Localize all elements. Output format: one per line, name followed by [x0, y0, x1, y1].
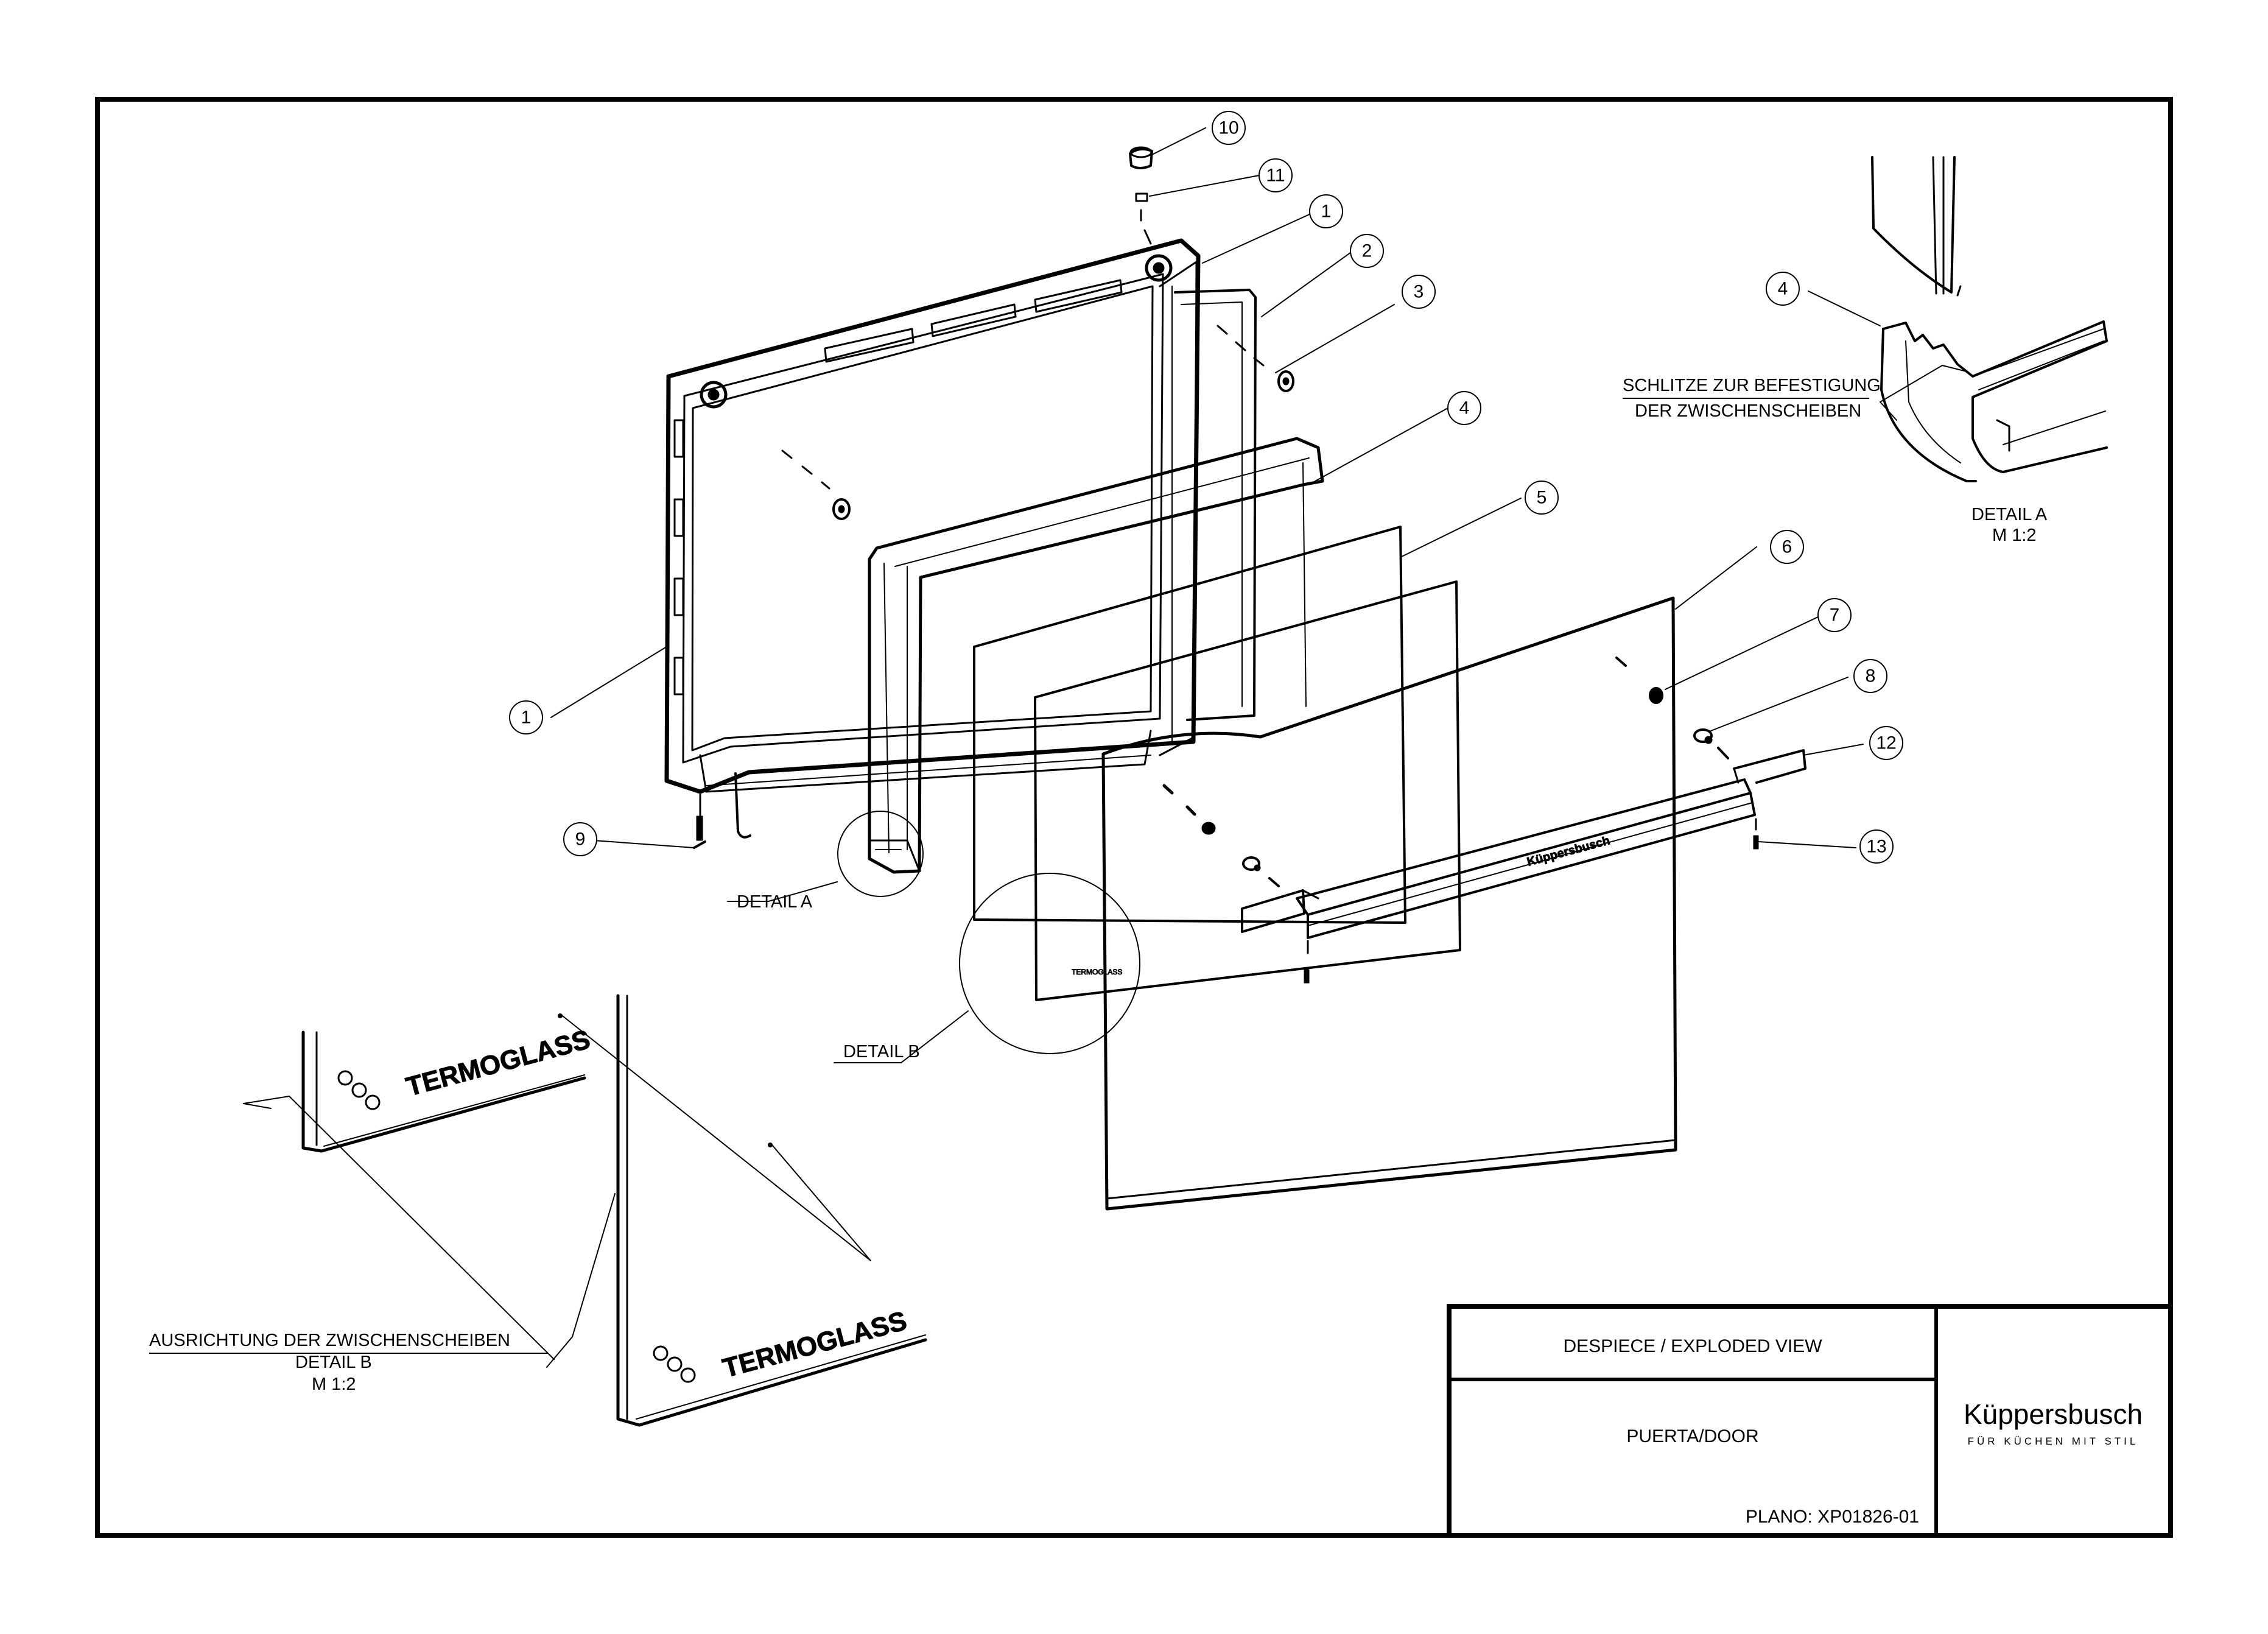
callout-number: 6: [1782, 537, 1792, 557]
callout-number: 12: [1876, 733, 1896, 753]
callout-number: 10: [1218, 118, 1238, 138]
callout-7: 5: [1525, 481, 1559, 515]
brand-tagline: FÜR KÜCHEN MIT STIL: [1968, 1435, 2139, 1447]
callout-4: 2: [1350, 234, 1384, 268]
callout-number: 4: [1778, 279, 1788, 299]
detail-a-label: DETAIL A: [737, 892, 813, 912]
callout-circle: [563, 822, 597, 856]
svg-text:TERMOGLASS: TERMOGLASS: [1072, 968, 1122, 976]
alignment-note-line1: AUSRICHTUNG DER ZWISCHENSCHEIBEN: [149, 1331, 510, 1350]
detail-b-circle: [959, 873, 1140, 1054]
front-glass-panel: [1101, 596, 1677, 1211]
callout-circle: [1770, 530, 1804, 564]
drawing-border: [95, 97, 2173, 1538]
detail-b-label: DETAIL B: [843, 1042, 920, 1062]
callout-number: 2: [1362, 241, 1372, 261]
washer: [1277, 370, 1294, 392]
detail-a-inset: [1871, 156, 2108, 482]
callout-circle: [509, 700, 543, 734]
alignment-note-scale: M 1:2: [312, 1375, 356, 1394]
door-handle: [1241, 749, 1806, 939]
callout-6: 4: [1447, 391, 1481, 425]
callout-number: 1: [1321, 202, 1332, 222]
callout-circle: [1853, 659, 1887, 693]
callout-number: 4: [1459, 398, 1470, 418]
detail-a-inset-scale: M 1:2: [1992, 526, 2037, 545]
callout-circle: [1309, 194, 1343, 228]
callout-number: 11: [1266, 166, 1285, 186]
callout-3: 1: [1309, 194, 1343, 228]
callout-14: 9: [563, 822, 597, 856]
callout-1: 10: [1212, 111, 1246, 145]
callout-13: 1: [509, 700, 543, 734]
callout-number: 8: [1866, 666, 1876, 686]
callout-circle: [1259, 158, 1293, 192]
callout-number: 7: [1830, 605, 1840, 625]
callout-circle: [1525, 481, 1559, 515]
detail-a-circle: [837, 811, 924, 897]
slots-note-line1: SCHLITZE ZUR BEFESTIGUNG: [1623, 376, 1881, 395]
inner-glass-pane: [1034, 580, 1461, 1001]
callout-9: 7: [1817, 598, 1852, 632]
brand-logo-text: Küppersbusch: [1964, 1398, 2143, 1430]
outer-door-frame: [664, 238, 1201, 839]
callout-12: 13: [1859, 829, 1894, 864]
callout-5: 3: [1402, 275, 1436, 309]
drawing-title: DESPIECE / EXPLODED VIEW: [1563, 1336, 1822, 1356]
callout-circle: [1817, 598, 1852, 632]
callout-circle: [1859, 829, 1894, 864]
glass-support-frame: [868, 437, 1324, 874]
callout-circle: [1447, 391, 1481, 425]
leader-lines: [243, 127, 1967, 1368]
callout-15: 4: [1766, 272, 1800, 306]
callout-circle: [1212, 111, 1246, 145]
title-block: [1447, 1304, 2173, 1538]
callout-number: 5: [1537, 488, 1547, 508]
detail-b-enlargement: [301, 994, 927, 1427]
callout-circle: [1350, 234, 1384, 268]
plan-number: PLANO: XP01826-01: [1746, 1507, 1919, 1527]
slots-note-line2: DER ZWISCHENSCHEIBEN: [1635, 401, 1861, 421]
callout-8: 6: [1770, 530, 1804, 564]
part-name: PUERTA/DOOR: [1626, 1426, 1758, 1446]
detail-a-inset-title: DETAIL A: [1971, 505, 2048, 524]
callout-circle: [1402, 275, 1436, 309]
svg-text:TERMOGLASS: TERMOGLASS: [403, 1024, 594, 1102]
callout-number: 1: [521, 708, 532, 728]
middle-glass-pane: [973, 526, 1406, 924]
callout-2: 11: [1259, 158, 1293, 192]
callout-circle: [1766, 272, 1800, 306]
callout-number: 9: [575, 829, 586, 850]
callout-circle: [1869, 726, 1903, 760]
callout-10: 8: [1853, 659, 1887, 693]
callout-11: 12: [1869, 726, 1903, 760]
alignment-note-line2: DETAIL B: [295, 1353, 372, 1372]
callout-number: 3: [1414, 282, 1424, 302]
callout-number: 13: [1866, 837, 1886, 857]
